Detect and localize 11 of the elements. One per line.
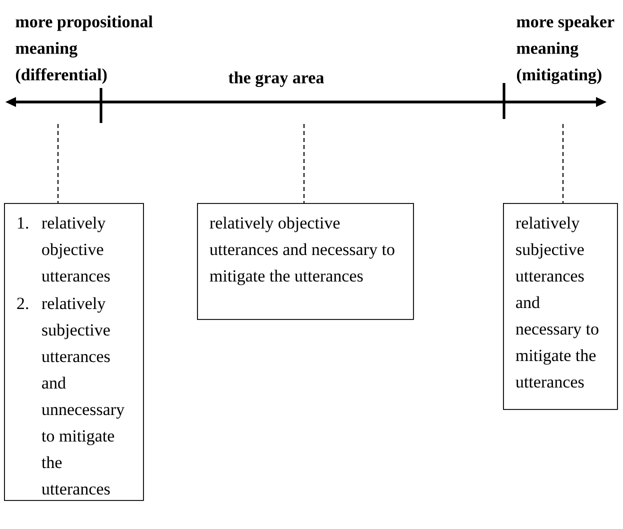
list-item: 2. relatively subjective utterances and unnecessary to mitigate the utterances: [17, 297, 124, 495]
text-box: relatively objective utterances and necessary to mitigate the utterances: [197, 203, 414, 320]
text-box: [4, 203, 144, 501]
scale-label: the gray area: [228, 71, 324, 87]
list-item: 1. relatively objective utterances: [18, 216, 110, 282]
dashed-line: [303, 124, 305, 203]
dashed-line: [562, 124, 564, 203]
dashed-line: [57, 124, 59, 203]
text-box: relatively subjective utterances and necessary to mitigate the utterances: [503, 203, 618, 410]
scale-label: more speaker meaning (mitigating): [516, 15, 614, 84]
scale-label: more propositional meaning (differential): [16, 15, 153, 84]
